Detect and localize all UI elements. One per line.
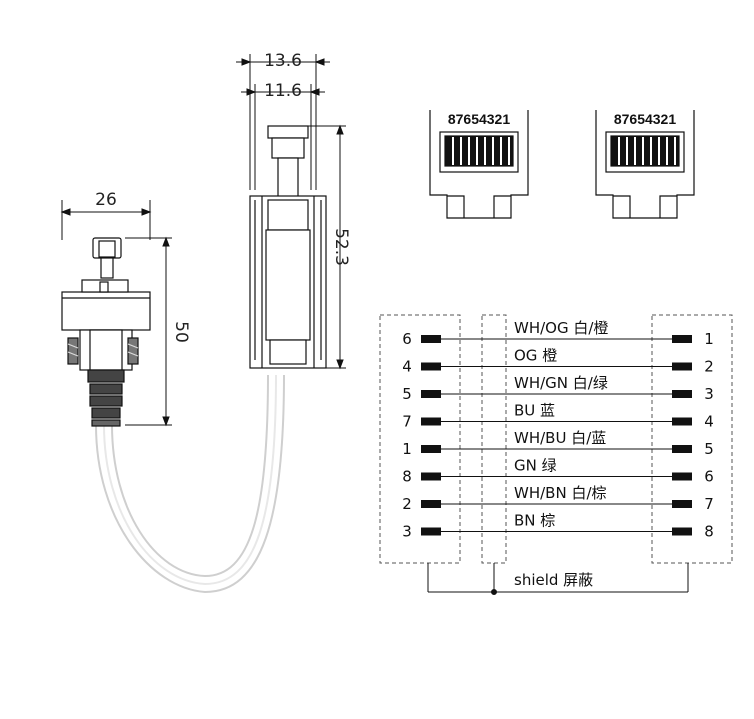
jack-left xyxy=(429,110,529,219)
left-pin-number: 6 xyxy=(402,330,412,348)
dimension-plug-inner-width xyxy=(241,84,325,190)
wire-color-label: WH/OG 白/橙 xyxy=(514,319,608,337)
wire-color-label: WH/BU 白/蓝 xyxy=(514,429,606,447)
wire-color-label: WH/BN 白/棕 xyxy=(514,484,607,502)
left-contact xyxy=(421,390,441,398)
wire-color-label: OG 橙 xyxy=(514,347,557,365)
right-pin-number: 1 xyxy=(704,330,714,348)
wiring-row: 2 7 WH/BN 白/棕 xyxy=(402,484,714,513)
dimension-plug-length xyxy=(308,124,346,370)
left-pin-number: 2 xyxy=(402,495,412,513)
left-pin-number: 1 xyxy=(402,440,412,458)
dimension-body-height xyxy=(125,236,172,427)
jack-right-pin-order: 87654321 xyxy=(614,111,677,127)
right-contact xyxy=(672,362,692,371)
right-contact xyxy=(672,527,692,536)
wiring-row: 6 1 WH/OG 白/橙 xyxy=(402,319,714,348)
dimension-body-width xyxy=(60,200,152,240)
cable-loop xyxy=(95,374,285,594)
jack-left-pin-order: 87654321 xyxy=(448,111,511,127)
right-pin-number: 2 xyxy=(704,358,714,376)
dim-plug-inner-width-label: 11.6 xyxy=(264,81,302,101)
left-contact xyxy=(421,417,441,426)
left-contact xyxy=(421,500,441,508)
left-pin-number: 7 xyxy=(402,413,412,431)
dim-body-width-label: 26 xyxy=(95,190,117,210)
dim-plug-length-label: 52.3 xyxy=(331,228,351,266)
shield-label: shield 屏蔽 xyxy=(514,571,593,589)
right-contact xyxy=(672,472,692,481)
dim-plug-outer-width-label: 13.6 xyxy=(264,51,302,71)
right-pin-number: 3 xyxy=(704,385,714,403)
wiring-row: 1 5 WH/BU 白/蓝 xyxy=(402,429,714,458)
wire-color-label: WH/GN 白/绿 xyxy=(514,374,608,392)
left-contact xyxy=(421,472,441,481)
right-pin-number: 8 xyxy=(704,523,714,541)
right-pin-number: 5 xyxy=(704,440,714,458)
wiring-row: 3 8 BN 棕 xyxy=(402,512,714,541)
front-view-plug xyxy=(249,125,327,369)
left-contact xyxy=(421,527,441,536)
left-pin-number: 4 xyxy=(402,358,412,376)
wiring-row: 5 3 WH/GN 白/绿 xyxy=(402,374,714,403)
dim-body-height-label: 50 xyxy=(171,321,191,343)
left-contact xyxy=(421,362,441,371)
right-contact xyxy=(672,390,692,398)
right-contact xyxy=(672,500,692,508)
wire-color-label: BN 棕 xyxy=(514,512,555,530)
left-pin-number: 8 xyxy=(402,468,412,486)
right-pin-number: 4 xyxy=(704,413,714,431)
right-pin-number: 6 xyxy=(704,468,714,486)
side-view-plug xyxy=(61,237,151,427)
right-pin-number: 7 xyxy=(704,495,714,513)
jack-right xyxy=(595,110,695,219)
wiring-row: 4 2 OG 橙 xyxy=(402,347,714,376)
wire-color-label: BU 蓝 xyxy=(514,402,555,420)
left-contact xyxy=(421,445,441,453)
right-contact xyxy=(672,417,692,426)
left-pin-number: 3 xyxy=(402,523,412,541)
left-contact xyxy=(421,335,441,343)
dimension-plug-outer-width xyxy=(236,54,330,190)
wiring-row: 8 6 GN 绿 xyxy=(402,457,714,486)
shield-connection xyxy=(427,563,689,595)
right-contact xyxy=(672,335,692,343)
wiring-row: 7 4 BU 蓝 xyxy=(402,402,714,431)
right-contact xyxy=(672,445,692,453)
wire-color-label: GN 绿 xyxy=(514,457,557,475)
left-pin-number: 5 xyxy=(402,385,412,403)
